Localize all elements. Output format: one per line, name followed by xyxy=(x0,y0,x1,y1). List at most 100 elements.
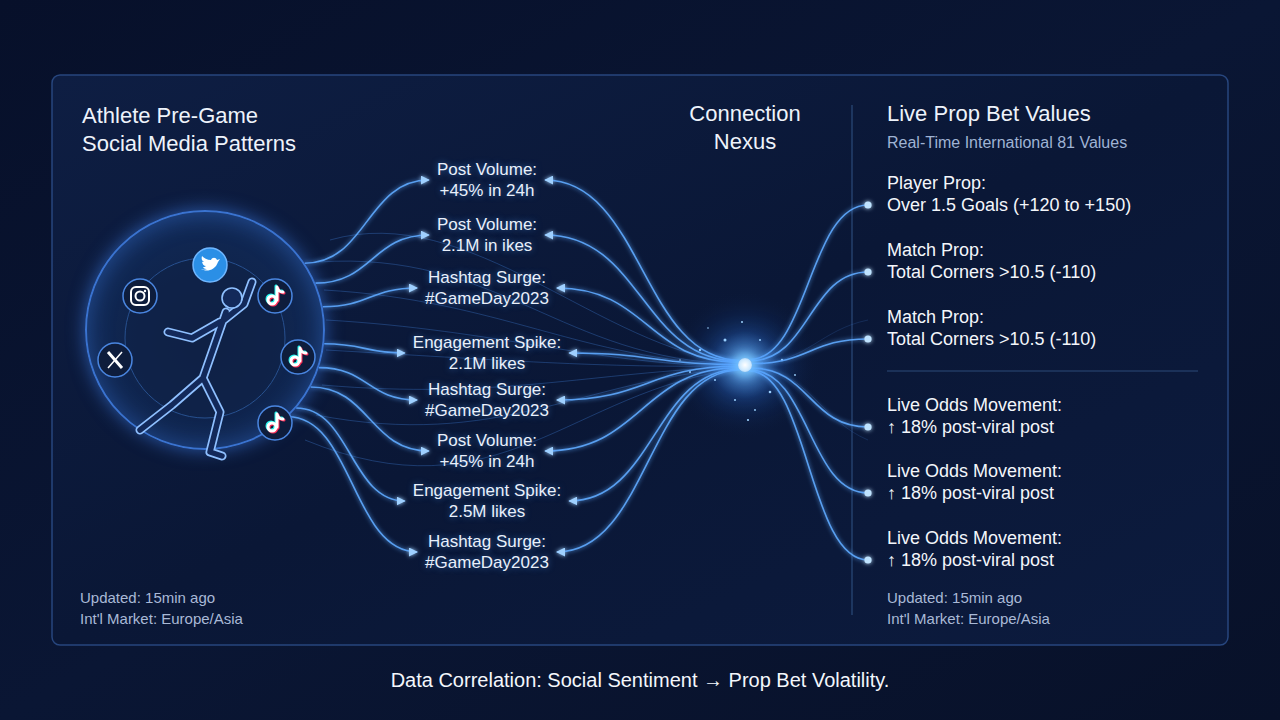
note-glyph xyxy=(277,414,283,427)
icon-circle xyxy=(281,340,315,374)
tiktok-icon xyxy=(258,406,292,440)
x-glyph xyxy=(108,352,122,368)
flow-connector xyxy=(315,235,428,283)
node-text: Player Prop: xyxy=(887,172,1208,194)
camera-body xyxy=(131,287,149,305)
icon-circle xyxy=(123,279,157,313)
inner-disc xyxy=(125,258,285,418)
note-shadow xyxy=(278,415,284,428)
flow-connector xyxy=(324,344,405,353)
footer-note: Updated: 15min ago xyxy=(887,588,1022,608)
node-text: Live Odds Movement: xyxy=(887,527,1208,549)
note-shadow xyxy=(276,286,282,299)
particle xyxy=(707,327,709,329)
flow-connector xyxy=(569,369,739,501)
icon-circle xyxy=(193,248,227,282)
particle xyxy=(724,339,727,342)
main-panel xyxy=(52,75,1228,645)
node-text: Hashtag Surge: xyxy=(425,531,549,552)
note-shadow xyxy=(267,422,275,430)
metric-item: Post Volume:+45% in 24h xyxy=(429,157,545,203)
flow-connector xyxy=(296,408,405,501)
tiktok-icon xyxy=(258,279,292,313)
athlete-body xyxy=(140,282,252,456)
athlete-circle: Athlete Pre-Game Social Media Patterns xyxy=(85,210,325,450)
node-text: +45% in 24h xyxy=(437,451,537,472)
node-text: Over 1.5 Goals (+120 to +150) xyxy=(887,194,1208,216)
node-text: ↑ 18% post-viral post xyxy=(887,416,1208,438)
instagram-icon xyxy=(123,279,157,313)
prop-item: Match Prop:Total Corners >10.5 (-110) xyxy=(868,238,1208,284)
particle xyxy=(794,374,796,376)
particle xyxy=(769,391,772,394)
node-text: ↑ 18% post-viral post xyxy=(887,482,1208,504)
column-divider xyxy=(851,105,852,615)
note-glyph xyxy=(300,348,306,361)
prop-item: Player Prop:Over 1.5 Goals (+120 to +150… xyxy=(868,171,1208,217)
metric-item: Engagement Spike:2.5M likes xyxy=(405,478,569,524)
prop-item: Live Odds Movement:↑ 18% post-viral post xyxy=(868,526,1208,572)
metric-item: Hashtag Surge:#GameDay2023 xyxy=(417,265,557,311)
flow-connector xyxy=(569,353,738,365)
flow-connector xyxy=(557,288,739,362)
icon-circle xyxy=(258,279,292,313)
flow-connector xyxy=(288,417,417,552)
note-shadow xyxy=(299,347,305,360)
node-text: Post Volume: xyxy=(437,214,537,235)
flow-connector xyxy=(751,368,868,427)
note-glyph xyxy=(277,287,283,300)
node-text: #GameDay2023 xyxy=(425,400,549,421)
node-text: ↑ 18% post-viral post xyxy=(887,549,1208,571)
note-shadow xyxy=(290,356,298,364)
node-text: Live Odds Movement: xyxy=(887,394,1208,416)
flow-connector xyxy=(750,370,868,493)
icon-circle xyxy=(98,343,132,377)
caption: Data Correlation: Social Sentiment → Pro… xyxy=(0,667,1280,693)
particle xyxy=(714,379,716,381)
node-text: 2.1M likes xyxy=(413,353,561,374)
flow-connector xyxy=(749,205,868,359)
flow-connector xyxy=(752,339,868,364)
particle xyxy=(741,321,743,323)
prop-item: Live Odds Movement:↑ 18% post-viral post xyxy=(868,393,1208,439)
node-text: Connection Nexus xyxy=(665,100,825,156)
particle xyxy=(734,399,736,401)
camera-lens xyxy=(136,292,145,301)
flow-connector xyxy=(749,371,868,560)
node-text: Post Volume: xyxy=(437,159,537,180)
footer-note: Updated: 15min ago xyxy=(80,588,215,608)
metric-item: Hashtag Surge:#GameDay2023 xyxy=(417,377,557,423)
footer-note: Int'l Market: Europe/Asia xyxy=(80,609,243,629)
nexus-glow xyxy=(670,290,820,440)
node-text: +45% in 24h xyxy=(437,180,537,201)
note-shadow xyxy=(278,288,284,301)
node-text: Total Corners >10.5 (-110) xyxy=(887,261,1208,283)
node-text: Hashtag Surge: xyxy=(425,379,549,400)
note-glyph xyxy=(291,357,299,365)
metric-item: Hashtag Surge:#GameDay2023 xyxy=(417,529,557,575)
node-text: 2.1M in ikes xyxy=(437,235,537,256)
athlete-figure xyxy=(140,282,252,456)
athlete-outline xyxy=(140,282,252,456)
metric-item: Engagement Spike:2.1M likes xyxy=(405,330,569,376)
node-text: Hashtag Surge: xyxy=(425,267,549,288)
node-text: #GameDay2023 xyxy=(425,552,549,573)
flow-connector xyxy=(557,370,740,552)
node-text: Match Prop: xyxy=(887,306,1208,328)
flow-connector xyxy=(557,366,738,400)
note-shadow xyxy=(301,349,307,362)
flow-connector xyxy=(545,180,740,360)
tiktok-icon xyxy=(281,340,315,374)
node-text: Post Volume: xyxy=(437,430,537,451)
node-text: Engagement Spike: xyxy=(413,332,561,353)
node-text: Live Odds Movement: xyxy=(887,460,1208,482)
flow-connector xyxy=(751,272,868,361)
prop-item: Match Prop:Total Corners >10.5 (-110) xyxy=(868,305,1208,351)
note-shadow xyxy=(269,424,277,432)
flow-connector xyxy=(305,180,429,263)
note-shadow xyxy=(276,413,282,426)
x-icon xyxy=(98,343,132,377)
note-glyph xyxy=(268,423,276,431)
